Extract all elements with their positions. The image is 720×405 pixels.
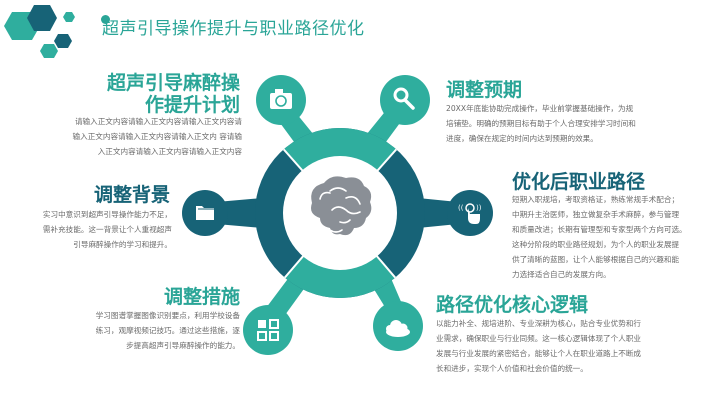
- body-line: 以能力补全、规培进阶、专业深耕为核心，贴合专业优势和行: [436, 319, 642, 328]
- node-career-path[interactable]: (( )): [447, 190, 493, 236]
- section-plan-heading: 超声引导麻醉操 作提升计划: [40, 72, 240, 116]
- section-expectation-heading: 调整预期: [446, 79, 523, 101]
- heading-line: 作提升计划: [144, 94, 240, 116]
- section-background-heading: 调整背景: [93, 184, 170, 206]
- body-line: 中期升主治医师，独立做复杂手术麻醉，参与管理: [512, 210, 680, 219]
- node-background[interactable]: [182, 190, 228, 236]
- body-line: 供了清晰的蓝图，让个人能够根据自己的兴趣和能: [512, 255, 680, 264]
- section-plan-body: 请输入正文内容请输入正文内容请输入正文内容请 输入正文内容请输入正文内容请输入正…: [30, 114, 242, 159]
- body-line: 入正文内容请输入正文内容请输入正文内容: [97, 147, 242, 156]
- section-career-path-body: 短期入职规培，考取资格证，熟练常规手术配合； 中期升主治医师，独立做复杂手术麻醉…: [512, 192, 712, 282]
- title-bullet: [101, 15, 110, 24]
- body-line: 输入正文内容请输入正文内容请输入正文内 容请输: [72, 132, 242, 141]
- body-line: 实习中意识到超声引导操作能力不足，: [42, 210, 172, 219]
- body-line: 需补充技能。这一背景让个人重视超声: [42, 225, 172, 234]
- body-line: 业需求，确保职业与行业同频。这一核心逻辑体现了个人职业: [436, 334, 642, 343]
- body-line: 练习，观摩视频记技巧。通过这些措施，逐: [95, 326, 240, 335]
- node-expectation[interactable]: [380, 75, 430, 125]
- page-title: 超声引导操作提升与职业路径优化: [102, 19, 365, 39]
- node-plan[interactable]: [256, 75, 306, 125]
- heading-line: 超声引导麻醉操: [106, 72, 240, 94]
- body-line: 请输入正文内容请输入正文内容请输入正文内容请: [74, 117, 242, 126]
- body-line: 这种分阶段的职业路径规划，为个人的职业发展提: [512, 240, 680, 249]
- cloud-icon: [386, 320, 410, 337]
- body-line: 进度，确保在规定的时间内达到预期的效果。: [446, 134, 598, 143]
- section-expectation-body: 20XX年底能协助完成操作，毕业前掌握基础操作，为规 培铺垫。明确的预期目标有助…: [446, 101, 686, 146]
- touch-icon: (( )): [458, 203, 482, 224]
- section-career-path-heading: 优化后职业路径: [512, 171, 646, 193]
- body-line: 20XX年底能协助完成操作，毕业前掌握基础操作，为规: [446, 104, 634, 113]
- section-background-body: 实习中意识到超声引导操作能力不足， 需补充技能。这一背景让个人重视超声 引导麻醉…: [20, 207, 172, 252]
- node-measures[interactable]: [243, 305, 293, 355]
- body-line: 发展与行业发展的紧密结合，能够让个人在职业道路上不断成: [436, 349, 642, 358]
- folder-icon: [196, 206, 214, 220]
- body-line: 长和进步，实现个人价值和社会价值的统一。: [436, 364, 588, 373]
- node-core-logic[interactable]: [373, 301, 423, 351]
- body-line: 步提高超声引导麻醉操作的能力。: [126, 341, 240, 350]
- body-line: 引导麻醉操作的学习和提升。: [73, 240, 172, 249]
- hexagon-decoration: [4, 5, 75, 58]
- camera-icon: [270, 89, 292, 109]
- section-measures-heading: 调整措施: [163, 286, 240, 308]
- section-core-logic-body: 以能力补全、规培进阶、专业深耕为核心，贴合专业优势和行 业需求，确保职业与行业同…: [436, 316, 686, 376]
- section-core-logic-heading: 路径优化核心逻辑: [436, 294, 589, 316]
- body-line: 短期入职规培，考取资格证，熟练常规手术配合；: [512, 195, 680, 204]
- body-line: 培铺垫。明确的预期目标有助于个人合理安排学习时间和: [446, 119, 636, 128]
- svg-text:)): )): [476, 204, 482, 212]
- body-line: 和质量改进；长期有管理型和专家型两个方向可选。: [512, 225, 687, 234]
- brain-icon: [311, 176, 372, 236]
- body-line: 学习图谱掌握图像识别要点，利用学校设备: [95, 311, 240, 320]
- section-measures-body: 学习图谱掌握图像识别要点，利用学校设备 练习，观摩视频记技巧。通过这些措施，逐 …: [80, 308, 240, 353]
- body-line: 力选择适合自己的发展方向。: [512, 270, 611, 279]
- search-icon: [393, 87, 415, 110]
- grid-icon: [257, 319, 279, 341]
- svg-text:((: ((: [458, 204, 464, 212]
